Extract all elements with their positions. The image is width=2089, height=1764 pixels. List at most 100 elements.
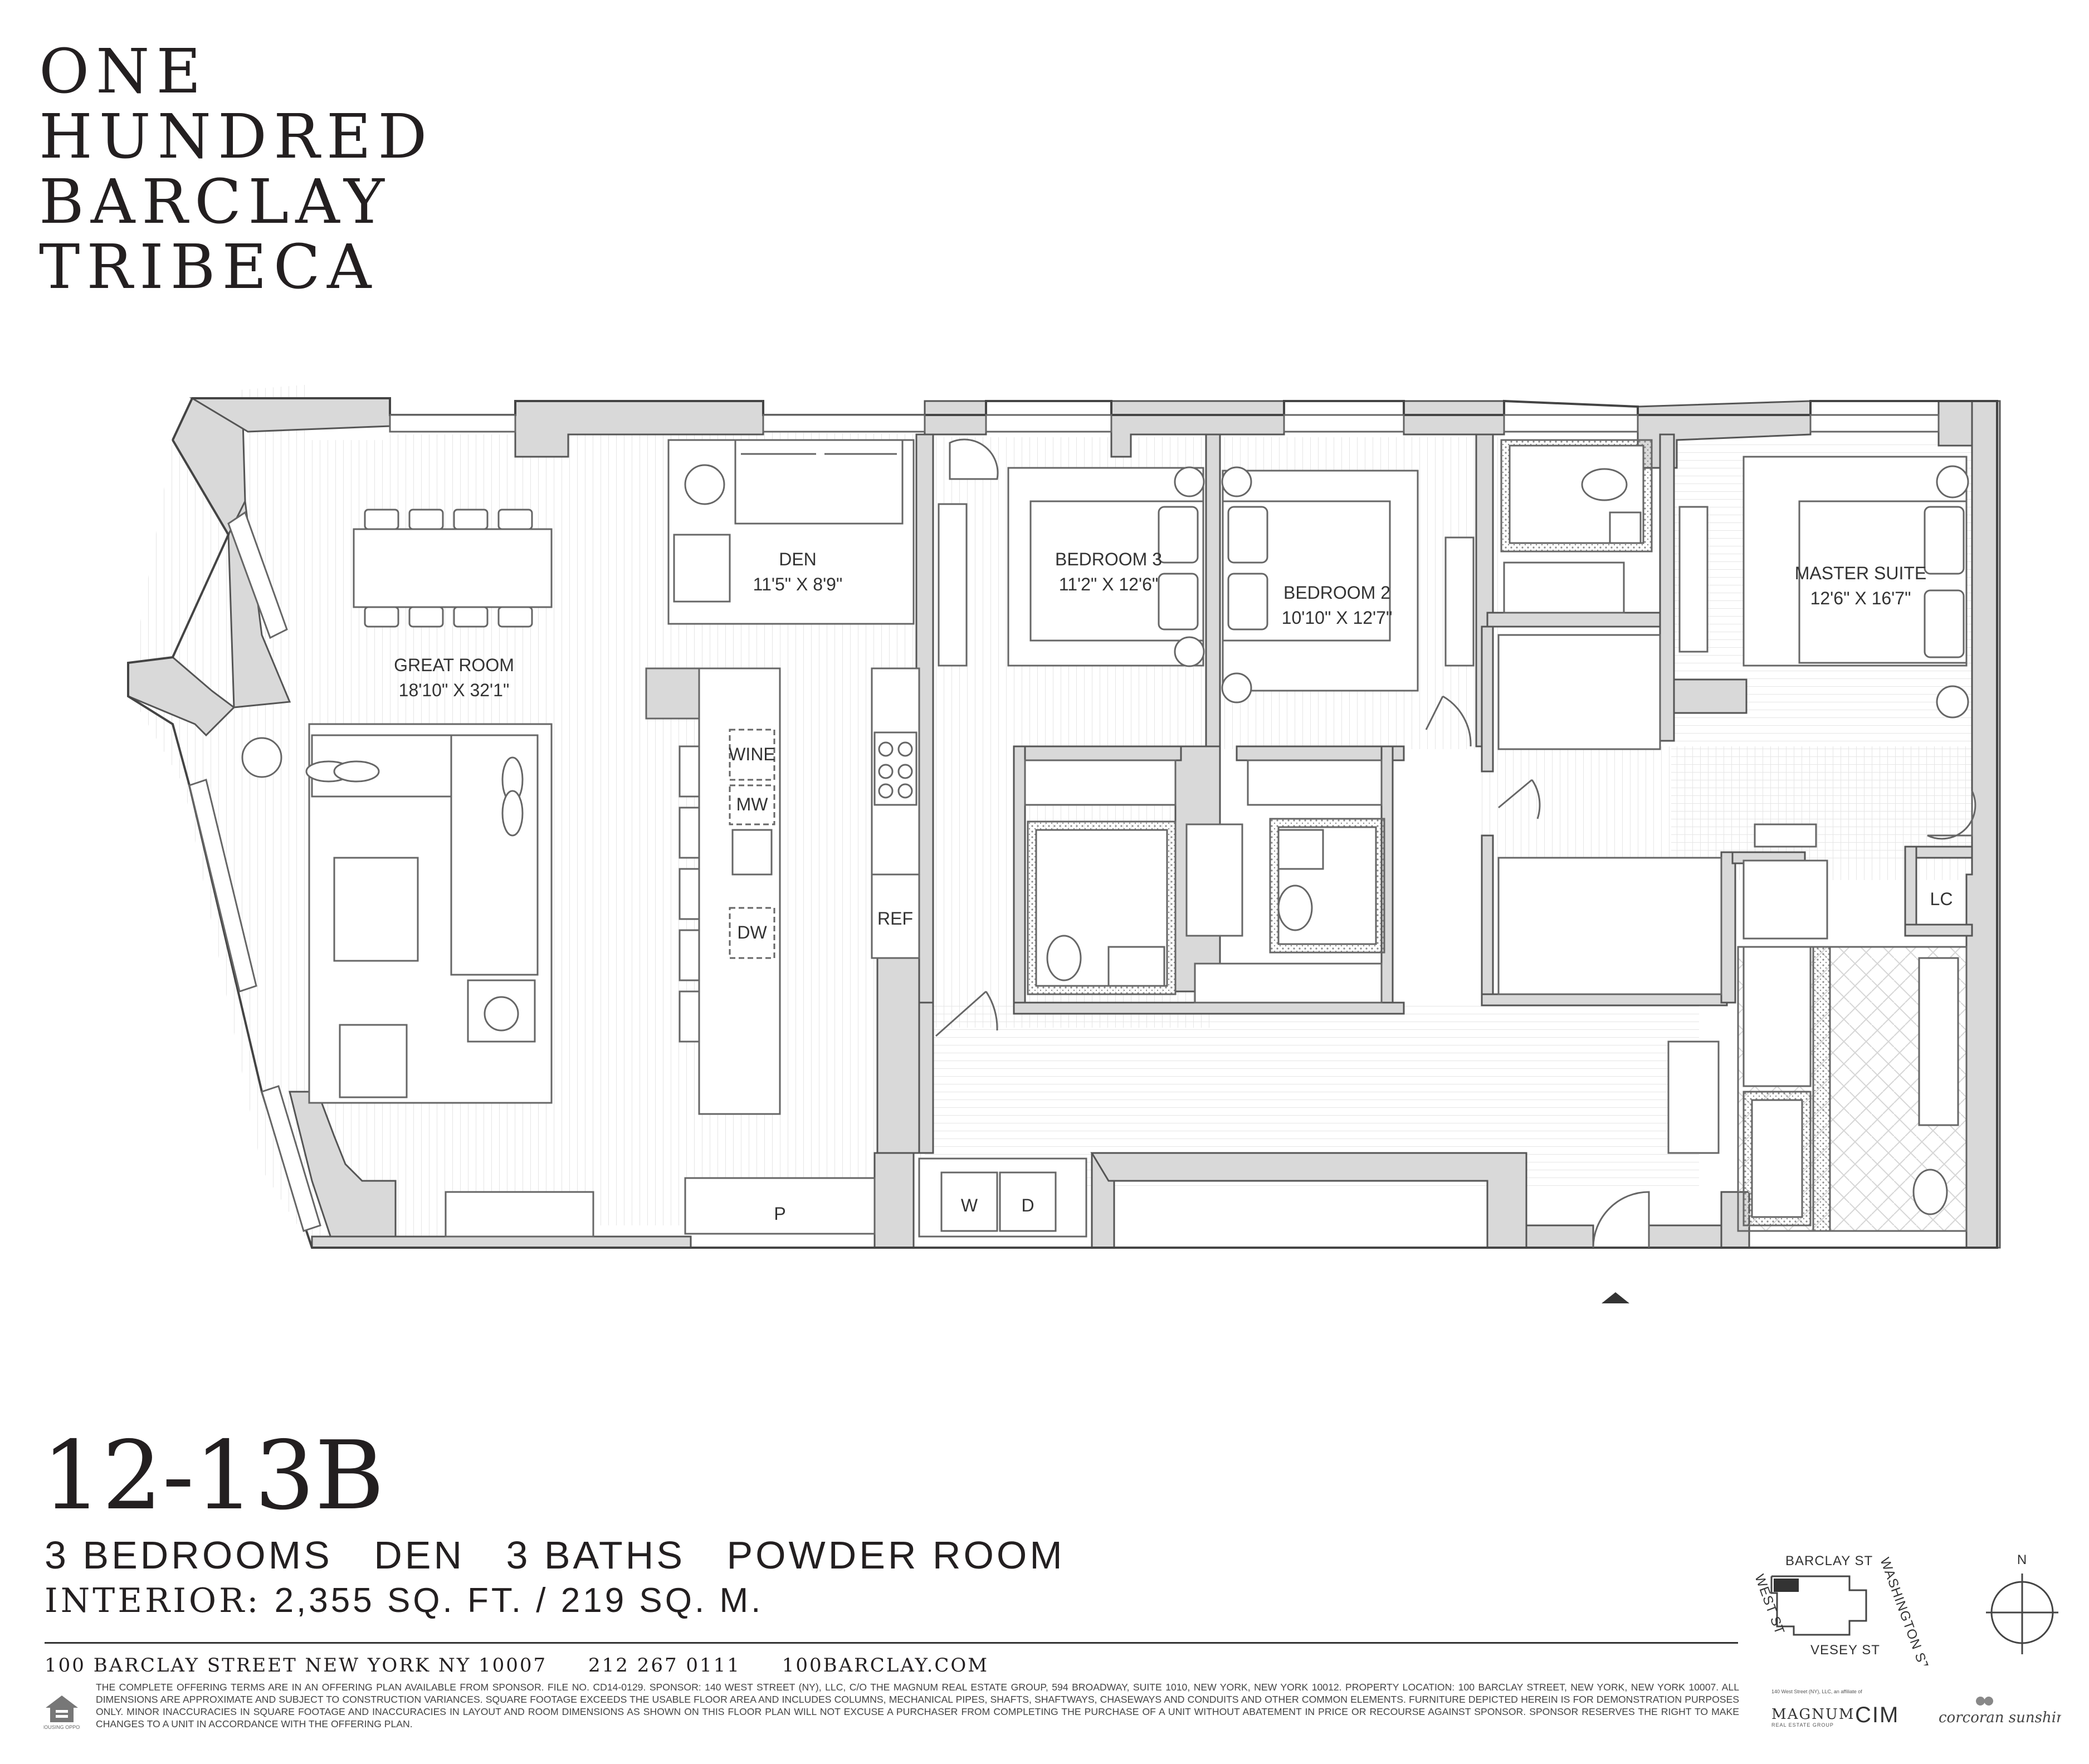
wall-closet-br3-top [1013, 745, 1182, 761]
br3-pillow [1158, 506, 1199, 564]
bath-master-tub [1743, 946, 1812, 1087]
wall-master-west [1659, 433, 1675, 742]
wall-lc-west [1904, 846, 1917, 931]
door-br3-swing [985, 991, 998, 1031]
br2-pillow [1227, 506, 1268, 564]
bath-master-vanity [1918, 957, 1959, 1126]
interior-value: 2,355 SQ. FT. / 219 SQ. M. [274, 1581, 764, 1620]
stool [679, 745, 700, 798]
dryer-label: D [1021, 1195, 1034, 1215]
den-sofa [734, 439, 904, 525]
closet-entry [1667, 1040, 1720, 1154]
wall-lc-south [1904, 923, 1973, 937]
br3-dresser [938, 503, 968, 667]
pantry-label: P [774, 1204, 785, 1224]
unit-number: 12-13B [42, 1421, 385, 1531]
burner [878, 741, 894, 757]
refrigerator [871, 873, 920, 959]
closet-linen [1743, 859, 1828, 940]
dw-label: DW [737, 922, 767, 942]
feature-powder-room: POWDER ROOM [726, 1533, 1065, 1577]
brand-line-1: ONE [39, 36, 208, 107]
armchair [339, 1024, 408, 1098]
feature-bedrooms: 3 BEDROOMS [45, 1533, 333, 1577]
den-label: DEN [779, 549, 817, 569]
legal-disclaimer: THE COMPLETE OFFERING TERMS ARE IN AN OF… [96, 1682, 1739, 1729]
corcoran-mark-icon [1976, 1697, 1985, 1706]
bedroom-2-label: BEDROOM 2 [1283, 583, 1390, 603]
chair [364, 606, 399, 628]
key-map-unit-marker [1774, 1579, 1799, 1592]
wall-entry-left [1525, 1224, 1594, 1249]
door-br2-swing [1442, 695, 1472, 747]
interior-label: INTERIOR: [45, 1581, 261, 1620]
floor-lamp [241, 737, 282, 778]
burner [897, 741, 913, 757]
closet-master-2 [1497, 857, 1722, 995]
window-1 [389, 414, 516, 433]
window-west-2 [188, 779, 257, 993]
burner [897, 764, 913, 779]
window-2 [762, 414, 926, 433]
wall-closet-br2-top [1236, 745, 1405, 761]
bath-master-wall-tile [1812, 946, 1831, 1232]
window-west-3 [261, 1085, 321, 1232]
br3-chair [949, 438, 999, 480]
door-master [1498, 779, 1532, 809]
wall-mbath-west [1720, 851, 1736, 1004]
key-map: BARCLAY ST WASHINGTON ST WEST ST VESEY S… [1751, 1553, 1932, 1665]
doors [935, 695, 1650, 1248]
great-room-label: GREAT ROOM [394, 655, 514, 675]
bedroom-2-dims: 10'10" X 12'7" [1282, 608, 1393, 628]
key-map-outline [1770, 1575, 1867, 1636]
developer-logos: 140 West Street (NY), LLC, an affiliate … [1771, 1689, 2061, 1728]
chair [497, 606, 533, 628]
den-dims: 11'5" X 8'9" [753, 574, 843, 594]
br2-nightstand [1221, 466, 1252, 497]
master-suite-dims: 12'6" X 16'7" [1810, 588, 1911, 608]
window-4 [1283, 414, 1405, 433]
bath-master-shower-inner [1751, 1099, 1803, 1218]
bath-powder-tub [1503, 561, 1625, 614]
brand-line-2: HUNDRED [39, 101, 434, 172]
door-br2 [1425, 696, 1444, 730]
chair [408, 606, 444, 628]
closet-master-1 [1497, 634, 1661, 750]
master-dresser [1678, 506, 1709, 653]
den-chair [673, 534, 731, 603]
master-pillow [1924, 506, 1965, 575]
wall-lc-north [1915, 846, 1973, 859]
bath-powder-sink [1609, 511, 1642, 544]
bedroom-3-label: BEDROOM 3 [1055, 549, 1162, 569]
wall-hall-south [1481, 993, 1728, 1006]
contact-line: 100 BARCLAY STREET NEW YORK NY 10007 212… [45, 1654, 1022, 1677]
wall-hall-closet-west [1481, 834, 1494, 1004]
washer-label: W [961, 1195, 978, 1215]
magnum-sub: REAL ESTATE GROUP [1771, 1722, 1834, 1728]
phone: 212 267 0111 [588, 1654, 741, 1677]
wall-br3-br2 [1205, 433, 1221, 747]
stool [679, 807, 700, 859]
brand-line-3: BARCLAY [39, 166, 391, 237]
wall-west-notch [127, 656, 236, 737]
street-washington: WASHINGTON ST [1877, 1556, 1932, 1665]
corcoran-logo: corcoran sunshine [1939, 1709, 2061, 1726]
chair [408, 509, 444, 530]
sectional-side [450, 734, 539, 976]
wall-south-1 [311, 1235, 692, 1249]
magnum-logo: MAGNUM [1771, 1706, 1854, 1723]
entry-door [1592, 1191, 1650, 1248]
master-suite-label: MASTER SUITE [1795, 563, 1926, 583]
chair [497, 509, 533, 530]
bedroom-furniture [938, 438, 1976, 848]
bath-powder-toilet [1581, 468, 1628, 501]
wall-north-5 [1403, 400, 1505, 436]
chair [453, 509, 489, 530]
wall-south-2 [1090, 1152, 1527, 1249]
sink [731, 829, 773, 876]
br3-pillow [1158, 573, 1199, 631]
window-west-1 [227, 511, 288, 639]
bath-br3-tub [1185, 823, 1243, 937]
dining-set [353, 509, 553, 628]
brand-title: ONE HUNDRED BARCLAY TRIBECA [39, 39, 433, 300]
